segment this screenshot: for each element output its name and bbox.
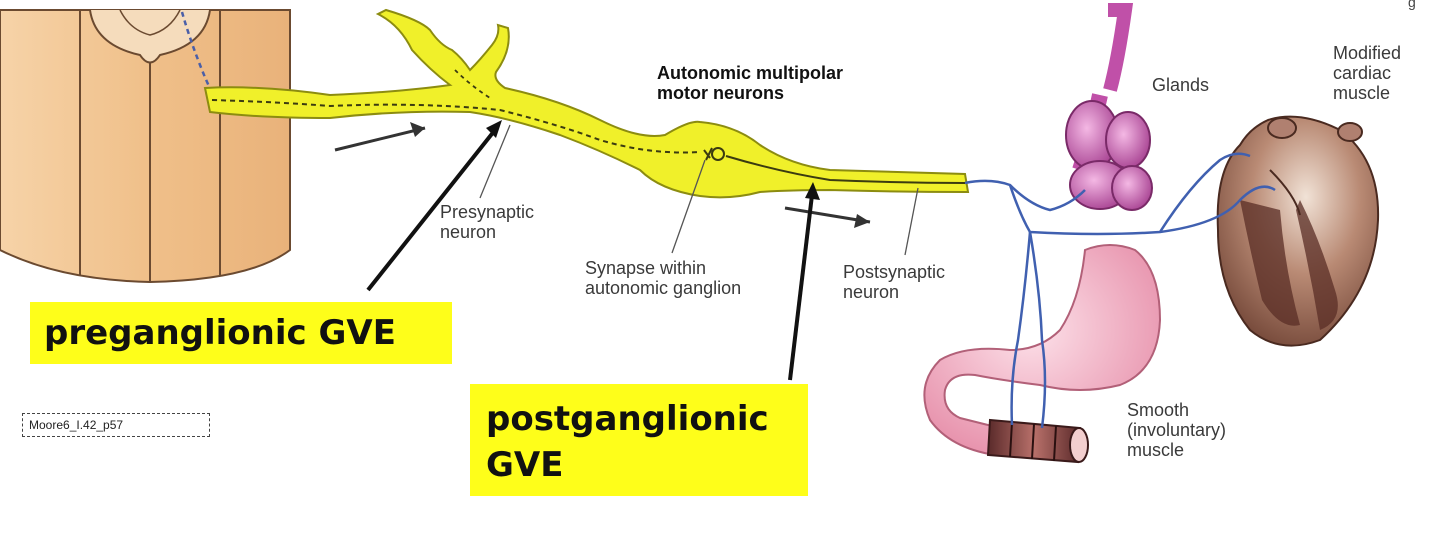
postganglionic-text-line-1: postganglionic [486, 399, 769, 439]
synapse-line-1: Synapse within [585, 258, 707, 278]
autonomic-title-line-1: Autonomic multipolar [657, 63, 843, 83]
preganglionic-pointer [366, 120, 502, 292]
preganglionic-gve-highlight: preganglionic GVE [30, 302, 452, 364]
smooth-line-2: (involuntary) [1127, 420, 1227, 441]
cardiac-label-line-3: muscle [1333, 83, 1391, 104]
figure-reference: Moore6_I.42_p57 [22, 413, 210, 437]
corner-mark: g [1408, 0, 1416, 10]
nerve-fibers [964, 152, 1276, 429]
cardiac-label-line-2: cardiac [1333, 63, 1392, 84]
autonomic-neurons-title: Autonomic multipolar motor neurons [657, 63, 843, 103]
postsynaptic-line-2: neuron [843, 282, 900, 303]
intestine-segment [986, 418, 1089, 464]
autonomic-title-line-2: motor neurons [657, 83, 785, 104]
presynaptic-line-1: Presynaptic [440, 202, 535, 222]
synapse-label: Synapse within autonomic ganglion [585, 258, 741, 298]
postganglionic-gve-highlight: postganglionic GVE [470, 384, 808, 496]
cardiac-muscle-label: Modified cardiac muscle [1333, 43, 1401, 103]
flow-arrow-1 [334, 122, 426, 152]
cardiac-label-line-1: Modified [1333, 43, 1402, 63]
spinal-cord [0, 9, 291, 284]
gland-illustration [1065, 2, 1153, 211]
smooth-line-3: muscle [1127, 440, 1185, 461]
leader-lines [479, 124, 919, 256]
postganglionic-text-line-2: GVE [486, 445, 564, 485]
preganglionic-gve-text: preganglionic GVE [44, 313, 396, 353]
postganglionic-pointer [788, 182, 820, 381]
flow-arrow-2 [784, 206, 871, 228]
smooth-line-1: Smooth [1127, 400, 1190, 420]
smooth-muscle-label: Smooth (involuntary) muscle [1127, 400, 1226, 460]
neuron-pathway [203, 8, 970, 199]
glands-label: Glands [1152, 75, 1210, 95]
presynaptic-neuron-label: Presynaptic neuron [440, 202, 534, 242]
heart-illustration [1216, 115, 1380, 347]
postsynaptic-neuron-label: Postsynaptic neuron [843, 262, 945, 302]
presynaptic-line-2: neuron [440, 222, 497, 243]
postsynaptic-line-1: Postsynaptic [843, 262, 946, 282]
synapse-line-2: autonomic ganglion [585, 278, 742, 299]
